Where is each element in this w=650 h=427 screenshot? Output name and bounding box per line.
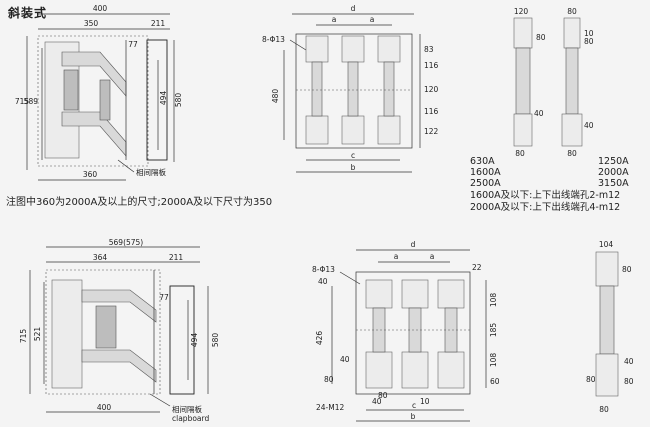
dim-top-mid-d: d	[351, 4, 356, 13]
label-phase-partition-bottom: 相间隔板	[172, 404, 202, 414]
dim-bm-a2: a	[430, 252, 435, 261]
dim-bl-521: 521	[33, 327, 42, 342]
rating-3150a: 3150A	[598, 178, 629, 189]
dim-bl-494: 494	[190, 333, 199, 348]
dim-top-left-580: 580	[174, 93, 183, 108]
bottom-left-side-view: 569(575) 364 211 77 715 521 494 580 400 …	[19, 238, 220, 423]
dim-br-40: 40	[624, 357, 634, 366]
bottom-right-terminal-detail: 104 80 40 80 80 80	[586, 240, 634, 414]
dim-tr-10: 10	[584, 29, 594, 38]
dim-bm-40a: 40	[318, 277, 328, 286]
dim-tr-40b: 40	[584, 121, 594, 130]
dim-tr-80b: 80	[567, 7, 577, 16]
label-phase-partition-top: 相间隔板	[136, 167, 166, 177]
dim-bm-22: 22	[472, 263, 482, 272]
terminal-note-2: 2000A及以下:上下出线端孔4-m12	[470, 201, 620, 213]
dim-bm-80a: 80	[324, 375, 334, 384]
dim-bl-77: 77	[159, 293, 169, 302]
dim-top-mid-122: 122	[424, 127, 439, 136]
dim-top-mid-holes: 8-Φ13	[262, 35, 285, 44]
dim-tr-80e: 80	[567, 149, 577, 158]
dim-top-mid-116a: 116	[424, 61, 439, 70]
page-title: 斜装式	[8, 6, 48, 20]
dim-bm-108a: 108	[489, 293, 498, 308]
top-right-terminal-details: 120 80 40 80 80 10 80 40 80 630A 1600A 2…	[470, 7, 629, 213]
dim-bm-d: d	[411, 240, 416, 249]
dim-bm-10: 10	[420, 397, 430, 406]
dim-top-left-589: 589	[24, 97, 39, 106]
dimension-note: 注图中360为2000A及以上的尺寸;2000A及以下尺寸为350	[6, 197, 273, 208]
dim-top-mid-a1: a	[332, 15, 337, 24]
rating-1600a: 1600A	[470, 167, 501, 178]
dim-bm-c: c	[412, 401, 416, 410]
rating-2500a: 2500A	[470, 178, 501, 189]
dim-br-104: 104	[599, 240, 614, 249]
label-clapboard: clapboard	[172, 414, 209, 423]
dim-tr-80d: 80	[584, 37, 594, 46]
terminal-note-1: 1600A及以下:上下出线端孔2-m12	[470, 189, 620, 201]
rating-2000a: 2000A	[598, 167, 629, 178]
dim-bm-b: b	[411, 412, 416, 421]
rating-1250a: 1250A	[598, 156, 629, 167]
dim-top-mid-480: 480	[271, 89, 280, 104]
bottom-middle-front-view: d a a 8-Φ13 22 40	[312, 240, 500, 422]
dim-tr-80a: 80	[536, 33, 546, 42]
dim-tr-40a: 40	[534, 109, 544, 118]
dim-br-80c: 80	[599, 405, 609, 414]
dim-bm-185: 185	[489, 323, 498, 338]
dim-bl-580: 580	[211, 333, 220, 348]
dim-top-mid-b: b	[351, 163, 356, 172]
dim-bl-715: 715	[19, 329, 28, 344]
dim-br-80d: 80	[586, 375, 596, 384]
dim-top-left-494: 494	[159, 91, 168, 106]
dim-top-left-400: 400	[93, 4, 108, 13]
dim-bm-a1: a	[394, 252, 399, 261]
dim-top-left-715: 715	[15, 97, 30, 106]
dim-tr-80c: 80	[515, 149, 525, 158]
dim-top-mid-83: 83	[424, 45, 434, 54]
dim-top-left-211: 211	[151, 19, 166, 28]
dim-br-80a: 80	[622, 265, 632, 274]
dim-bl-400: 400	[97, 403, 112, 412]
dim-bl-211: 211	[169, 253, 184, 262]
dim-br-80b: 80	[624, 377, 634, 386]
dim-top-mid-116b: 116	[424, 107, 439, 116]
dim-top-left-77: 77	[128, 40, 138, 49]
dim-bm-80b: 80	[378, 391, 388, 400]
rating-630a: 630A	[470, 156, 495, 167]
dim-bm-426: 426	[315, 331, 324, 346]
dim-bl-569: 569(575)	[109, 238, 144, 247]
dim-bl-364: 364	[93, 253, 108, 262]
top-left-side-view: 400 350 211 77 715 589 494 580	[15, 4, 183, 181]
dim-top-mid-a2: a	[370, 15, 375, 24]
dim-top-left-360: 360	[83, 170, 98, 179]
dim-bm-m12: 24-M12	[316, 403, 344, 412]
dim-bm-40b: 40	[340, 355, 350, 364]
dim-bm-holes: 8-Φ13	[312, 265, 335, 274]
dim-bm-40c: 40	[372, 397, 382, 406]
dim-tr-120: 120	[514, 7, 529, 16]
dim-bm-108b: 108	[489, 353, 498, 368]
dim-bm-60: 60	[490, 377, 500, 386]
dim-top-mid-c: c	[351, 151, 355, 160]
dim-top-mid-120: 120	[424, 85, 439, 94]
top-middle-front-view: d a a 8-Φ13	[262, 4, 439, 173]
dim-top-left-350: 350	[84, 19, 99, 28]
